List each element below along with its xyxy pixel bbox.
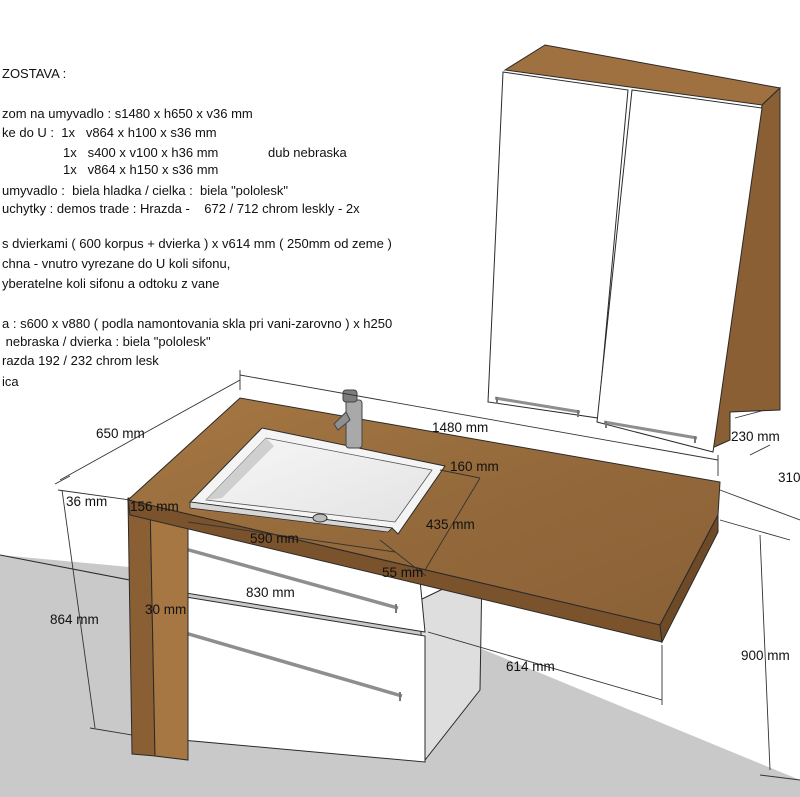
- wall-cabinet-door-right: [596, 89, 763, 453]
- dim-30: 30 mm: [145, 602, 186, 617]
- tap-spout: [333, 411, 351, 431]
- wall-cabinet: [487, 44, 782, 453]
- lower-drawer-handle: [167, 626, 403, 698]
- dimension-lines: [54, 370, 800, 781]
- wall-cabinet-handle-right: [603, 420, 698, 440]
- floor-edge: [0, 554, 141, 583]
- dim-590: 590 mm: [250, 531, 299, 546]
- dim-230: 230 mm: [731, 429, 780, 444]
- dim-614: 614 mm: [506, 659, 555, 674]
- dim-1480: 1480 mm: [432, 420, 488, 435]
- upper-drawer-handle: [159, 540, 399, 610]
- dim-156: 156 mm: [130, 499, 179, 514]
- wall-cabinet-handle-left: [494, 396, 581, 414]
- basin-drain: [312, 513, 328, 523]
- dim-650: 650 mm: [96, 426, 145, 441]
- oak-side-panel-front: [149, 499, 189, 761]
- dim-36: 36 mm: [66, 494, 107, 509]
- basin: [188, 389, 446, 535]
- tap: [345, 399, 363, 449]
- worktop-right-edge: [659, 514, 719, 644]
- dim-900: 900 mm: [741, 648, 790, 663]
- dim-310: 310: [778, 470, 800, 485]
- dim-55: 55 mm: [382, 565, 423, 580]
- dim-830: 830 mm: [246, 585, 295, 600]
- dim-160: 160 mm: [450, 459, 499, 474]
- basin-bowl: [205, 437, 433, 523]
- dim-864: 864 mm: [50, 612, 99, 627]
- base-cabinet: [149, 519, 483, 763]
- dim-435: 435 mm: [426, 517, 475, 532]
- basin-inner-wall: [206, 438, 274, 500]
